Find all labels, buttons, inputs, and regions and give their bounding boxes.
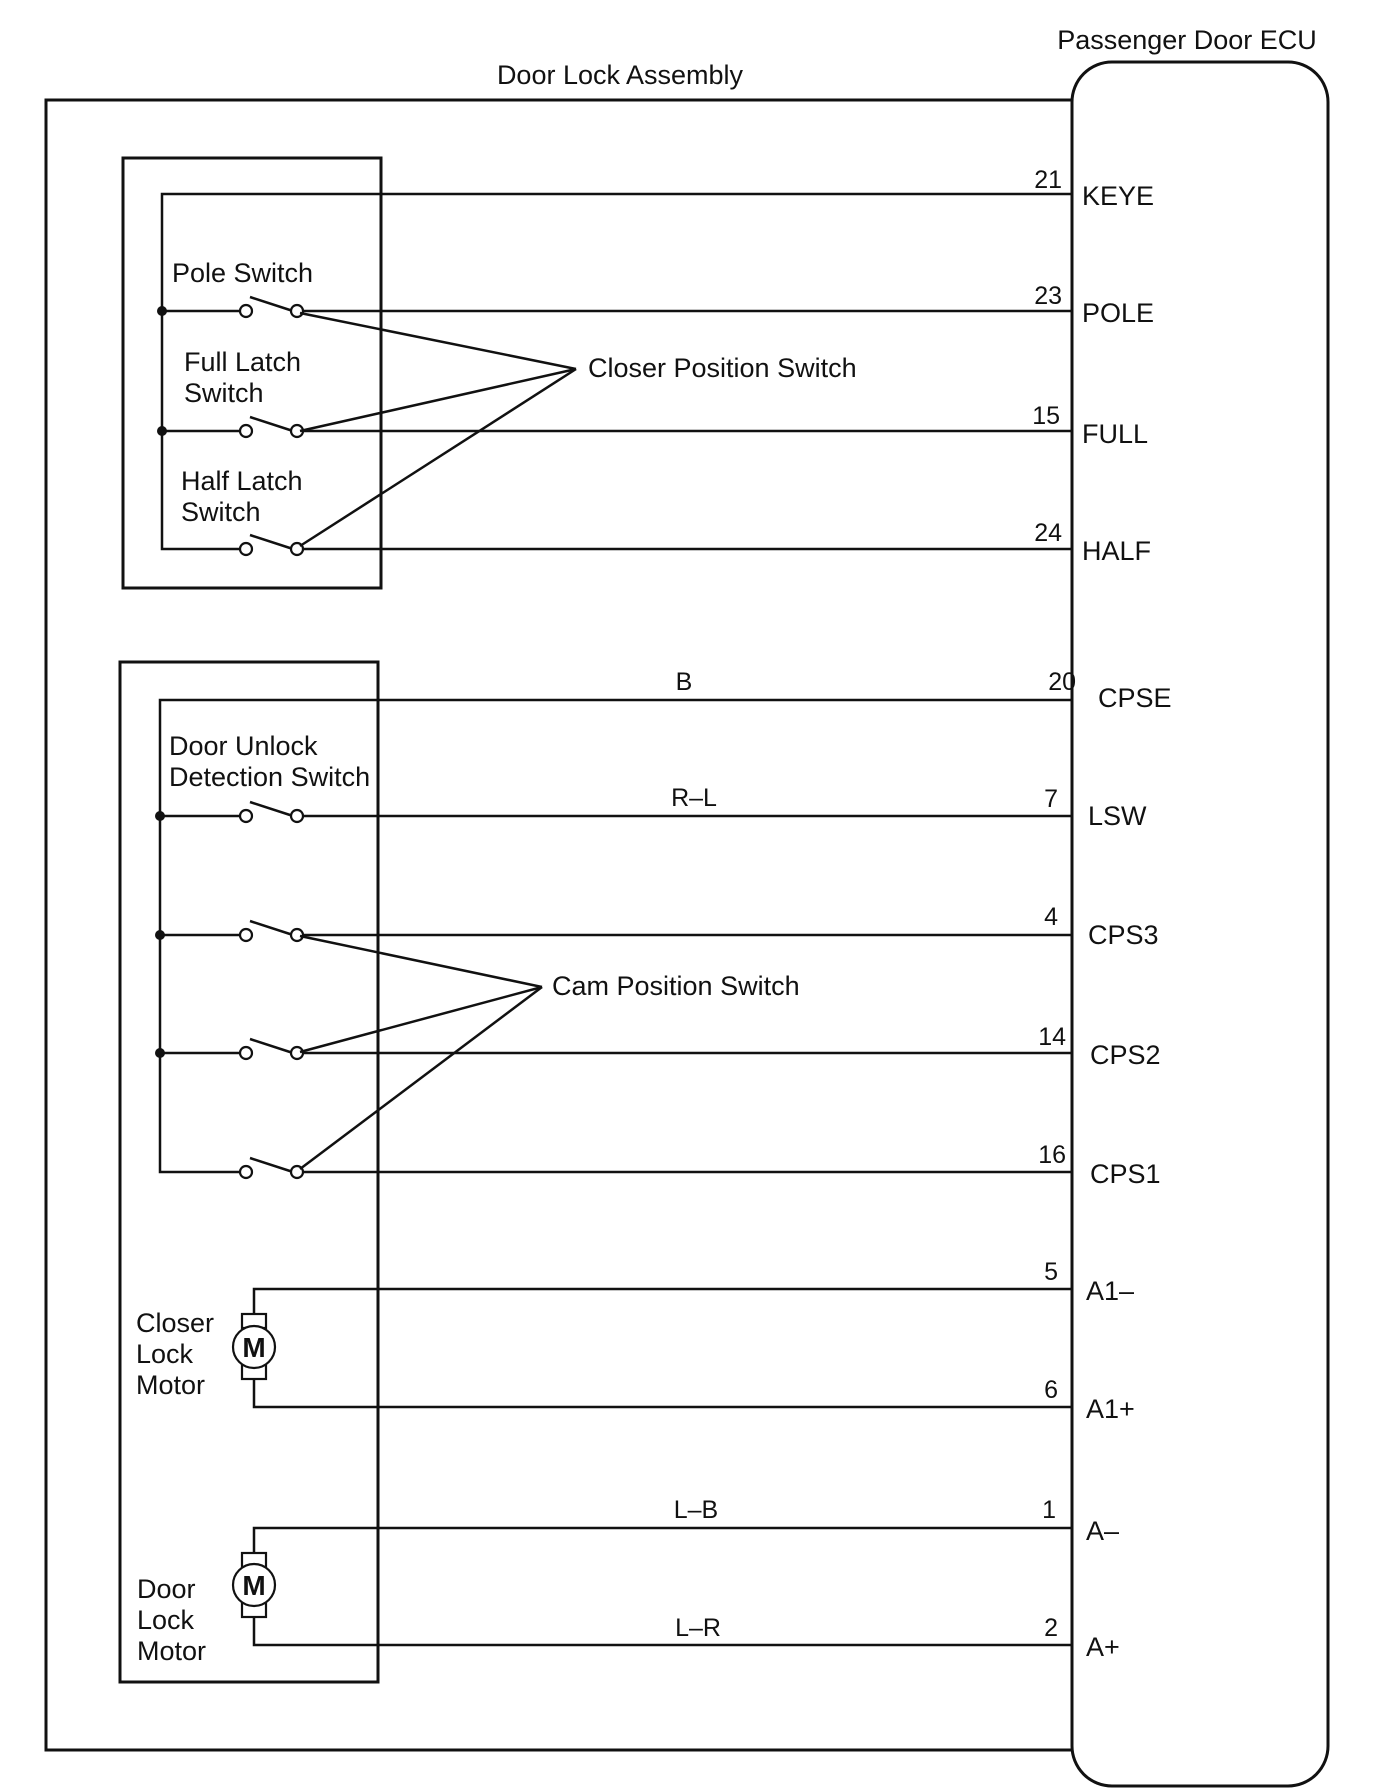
pin-number: 15 [1032,402,1060,430]
pin-number: 1 [1042,1496,1056,1524]
closer-switch-common-bus [157,192,1072,551]
cam-switch-2 [238,1037,1072,1061]
pin-number: 2 [1044,1614,1058,1642]
full-latch-switch [238,415,1072,439]
closer-lock-motor-label-2: Lock [136,1339,194,1369]
closer-lock-motor-label-1: Closer [136,1308,214,1338]
passenger-door-ecu-block [1070,60,1330,1788]
door-unlock-detection-switch [238,800,1072,824]
signal-name: CPS3 [1088,920,1159,950]
pin-number: 20 [1048,668,1076,696]
cam-switch-3 [238,919,1072,943]
door-lock-motor [231,1526,1072,1647]
signal-name: LSW [1088,801,1147,831]
signal-name: A– [1086,1516,1119,1546]
door-lock-assembly-frame [44,98,1072,1752]
wire-color: R–L [671,784,717,812]
pin-number: 4 [1044,903,1058,931]
signal-name: POLE [1082,298,1154,328]
cam-position-switch-label: Cam Position Switch [552,971,800,1001]
pin-number: 14 [1038,1023,1066,1051]
closer-lock-motor-label-3: Motor [136,1370,205,1400]
pin-number: 6 [1044,1376,1058,1404]
closer-lock-motor [231,1287,1072,1409]
pin-number: 24 [1034,519,1062,547]
full-latch-switch-label-1: Full Latch [184,347,301,377]
signal-name: A1+ [1086,1394,1135,1424]
signal-name: CPS2 [1090,1040,1161,1070]
signal-name: A1– [1086,1276,1134,1306]
closer-switch-box [121,156,383,590]
door-lock-motor-label-3: Motor [137,1636,206,1666]
assembly-title: Door Lock Assembly [497,60,744,90]
pole-switch-label: Pole Switch [172,258,313,288]
signal-name: FULL [1082,419,1148,449]
door-unlock-detection-switch-label-1: Door Unlock [169,731,318,761]
closer-position-switch-leaders [299,311,577,548]
wire-color: B [676,668,693,696]
pin-number: 7 [1044,785,1058,813]
half-latch-switch-label-1: Half Latch [181,466,303,496]
cam-position-switch-leaders [299,934,543,1170]
pin-number: 23 [1034,282,1062,310]
pin-number: 21 [1034,166,1062,194]
door-lock-motor-symbol: M [242,1570,265,1601]
door-lock-motor-label-1: Door [137,1574,196,1604]
door-unlock-detection-switch-label-2: Detection Switch [169,762,370,792]
closer-position-switch-label: Closer Position Switch [588,353,857,383]
wire-color: L–R [675,1614,721,1642]
pin-number: 16 [1038,1141,1066,1169]
wire-color: L–B [674,1496,718,1524]
full-latch-switch-label-2: Switch [184,378,264,408]
closer-lock-motor-symbol: M [242,1332,265,1363]
signal-name: A+ [1086,1632,1120,1662]
ecu-title: Passenger Door ECU [1057,25,1317,55]
signal-name: CPS1 [1090,1159,1161,1189]
cam-switch-common-bus [155,698,1072,1174]
signal-name: KEYE [1082,181,1154,211]
pin-number: 5 [1044,1258,1058,1286]
door-lock-motor-label-2: Lock [137,1605,195,1635]
pole-switch [238,295,1072,319]
half-latch-switch [238,533,1072,557]
half-latch-switch-label-2: Switch [181,497,261,527]
signal-name: HALF [1082,536,1151,566]
signal-name: CPSE [1098,683,1172,713]
cam-switch-1 [238,1156,1072,1180]
